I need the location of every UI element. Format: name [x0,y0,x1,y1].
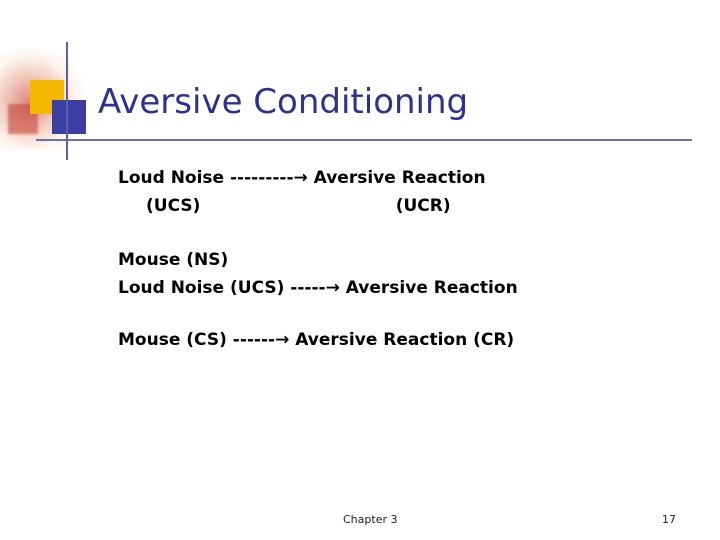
block-2-line-1: Mouse (NS) [118,250,229,270]
vertical-rule [66,42,68,160]
blue-square-icon [52,100,86,134]
block-3-line-1: Mouse (CS) ------→ Aversive Reaction (CR… [118,330,515,350]
conditioning-block-1: Loud Noise ---------→ Aversive Reaction … [118,164,698,220]
block-2-line-2: Loud Noise (UCS) -----→ Aversive Reactio… [118,278,518,298]
conditioning-block-3: Mouse (CS) ------→ Aversive Reaction (CR… [118,326,698,354]
title-underline-rule [36,139,692,141]
spacer-2 [118,302,698,326]
block-1-line-2: (UCS) (UCR) [146,196,451,216]
slide-title: Aversive Conditioning [98,82,469,122]
block-1-line-1: Loud Noise ---------→ Aversive Reaction [118,168,486,188]
conditioning-block-2: Mouse (NS) Loud Noise (UCS) -----→ Avers… [118,246,698,302]
footer-chapter-label: Chapter 3 [343,513,398,526]
spacer-1 [118,220,698,246]
slide-body: Loud Noise ---------→ Aversive Reaction … [118,164,698,354]
decorative-corner-motif [0,42,110,160]
footer-page-number: 17 [662,513,676,526]
